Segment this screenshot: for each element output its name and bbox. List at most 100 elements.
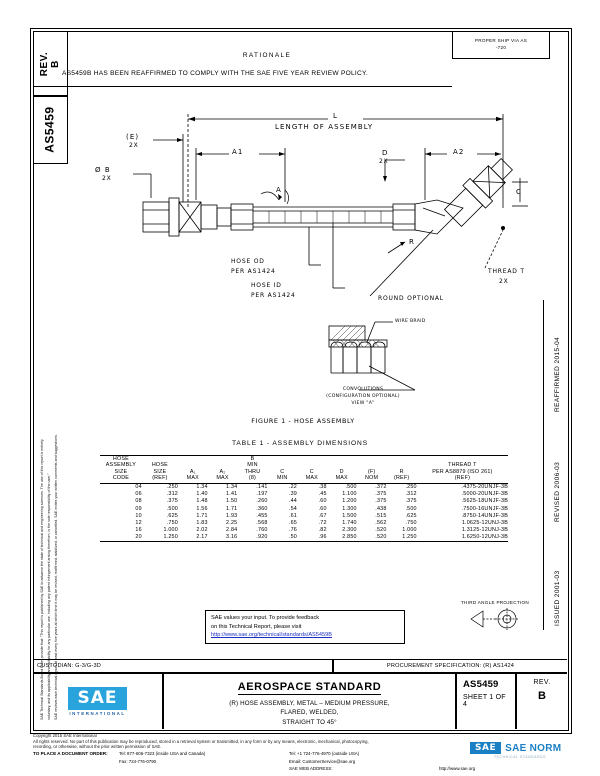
ship-stamp-text: PROPER SHIP VIA AS-720 xyxy=(474,38,528,50)
revision-value: B xyxy=(538,690,546,702)
order-label: TO PLACE A DOCUMENT ORDER: xyxy=(33,751,108,757)
rationale-divider xyxy=(33,86,452,87)
sae-logo-mark: SAE xyxy=(68,686,127,710)
table-cell: 1.34 xyxy=(196,484,208,491)
table-cell: .60 xyxy=(318,505,327,512)
watermark: SAE SAE NORM TECHNICAL STANDARDS xyxy=(470,742,561,759)
table-cell: .520 xyxy=(375,527,387,534)
table-cell: .375 xyxy=(375,498,387,505)
web-label: SAE WEB ADDRESS: xyxy=(289,766,333,772)
dim-label-A2: A2 xyxy=(453,148,465,156)
dim-label-L: L xyxy=(333,112,338,120)
watermark-mark: SAE xyxy=(470,742,502,754)
table-cell: .260 xyxy=(256,498,268,505)
table-cell: 2.84 xyxy=(226,527,238,534)
table-cell: .4375-20UNJF-3B xyxy=(461,484,508,491)
table-cell: .562 xyxy=(375,520,387,527)
dim-label-B-2x: 2X xyxy=(102,175,112,182)
table-cell: 1.000 xyxy=(402,527,417,534)
rights-line-2: recording, or otherwise, without the pri… xyxy=(33,744,162,750)
assembly-drawing-svg xyxy=(133,114,528,391)
table-cell: .7500-16UNJF-3B xyxy=(461,505,508,512)
table-cell: 2.17 xyxy=(177,533,208,542)
th-c-min: C MIN xyxy=(267,455,297,484)
table-cell: .568 xyxy=(256,520,268,527)
table-cell: .250 xyxy=(166,484,178,491)
dim-label-D: D xyxy=(382,149,389,157)
dim-label-R: R xyxy=(409,238,415,246)
dim-label-C: C xyxy=(516,188,522,196)
table-cell: .500 xyxy=(166,505,178,512)
note-thread-t-2x: 2X xyxy=(499,278,509,285)
table-cell: .750 xyxy=(405,520,417,527)
table-cell: .50 xyxy=(267,533,297,542)
rationale-body: AS5459B HAS BEEN REAFFIRMED TO COMPLY WI… xyxy=(62,70,368,77)
revision-revised: REVISED 2006-03 xyxy=(554,461,561,522)
note-hose-id: HOSE ID xyxy=(251,282,282,289)
th-hose-size: HOSE SIZE (REF) xyxy=(141,455,178,484)
feedback-url-link[interactable]: http://www.sae.org/technical/standards/A… xyxy=(211,632,332,639)
table-cell: .500 xyxy=(405,505,417,512)
sae-logo-subtitle: INTERNATIONAL xyxy=(69,711,126,717)
document-number: AS5459 xyxy=(463,679,499,690)
table-cell: 2.300 xyxy=(342,527,357,534)
table-cell: 3.16 xyxy=(207,533,238,542)
table-cell: 1.93 xyxy=(226,512,238,519)
fax-number: Fax: 724-776-0790 xyxy=(119,758,157,764)
table-cell: 10 xyxy=(135,512,142,519)
dim-label-D-2x: 2X xyxy=(379,158,389,165)
table-cell: .5625-18UNJF-3B xyxy=(461,498,508,505)
table-cell: 1.48 xyxy=(196,498,208,505)
table-cell: 1.250 xyxy=(386,533,417,542)
table-cell: .360 xyxy=(256,505,268,512)
note-thread-t: THREAD T xyxy=(488,268,525,275)
sae-logo-block: SAE INTERNATIONAL xyxy=(33,673,163,729)
table-cell: .39 xyxy=(288,491,297,498)
procurement-text: PROCUREMENT SPECIFICATION: (R) AS1424 xyxy=(386,663,515,670)
table-cell: 2.25 xyxy=(226,520,238,527)
table-cell: .22 xyxy=(288,484,297,491)
table-cell: 1.500 xyxy=(342,512,357,519)
table-cell: 04 xyxy=(135,484,142,491)
table-cell: .760 xyxy=(256,527,268,534)
standard-type: AEROSPACE STANDARD xyxy=(237,681,382,695)
table-cell: 1.3125-12UNJ-3B xyxy=(461,527,508,534)
table-cell: 1.83 xyxy=(196,520,208,527)
projection-label: THIRD ANGLE PROJECTION xyxy=(460,600,530,605)
tel-usa: Tel: 877-606-7323 (inside USA and Canada… xyxy=(119,751,206,757)
table-cell: .372 xyxy=(375,484,387,491)
dim-label-diameter-B: Ø B xyxy=(95,166,111,174)
table-cell: .438 xyxy=(375,505,387,512)
table-cell: .312 xyxy=(405,491,417,498)
table-cell: 1.71 xyxy=(226,505,238,512)
table-cell: 09 xyxy=(135,505,142,512)
custodian-block: CUSTODIAN: G-3/G-3D xyxy=(33,659,333,673)
note-convolutions: CONVOLUTIONS xyxy=(342,387,384,392)
document-title: (R) HOSE ASSEMBLY, METAL – MEDIUM PRESSU… xyxy=(229,699,390,727)
th-d-max: D MAX xyxy=(326,455,357,484)
note-wire-braid: WIRE BRAID xyxy=(395,319,426,324)
table-cell: .455 xyxy=(256,512,268,519)
table-cell: .750 xyxy=(166,520,178,527)
note-hose-od-spec: PER AS1424 xyxy=(231,268,276,275)
table-cell: 1.100 xyxy=(342,491,357,498)
table-cell: 1.71 xyxy=(196,512,208,519)
th-b-min-thru: B MIN THRU (8) xyxy=(237,455,268,484)
figure-caption: FIGURE 1 - HOSE ASSEMBLY xyxy=(251,417,355,425)
table-cell: 20 xyxy=(100,533,142,542)
revision-issued: ISSUED 2001-03 xyxy=(554,570,561,626)
web-address: http://www.sae.org xyxy=(439,766,476,772)
table-cell: 1.200 xyxy=(342,498,357,505)
table-cell: 12 xyxy=(135,520,142,527)
table-title: TABLE 1 - ASSEMBLY DIMENSIONS xyxy=(231,440,369,447)
table-cell: 1.50 xyxy=(226,498,238,505)
dim-label-A1: A1 xyxy=(232,148,244,156)
order-row-1: TO PLACE A DOCUMENT ORDER: Tel: 877-606-… xyxy=(33,751,567,758)
table-cell: 1.41 xyxy=(226,491,238,498)
table-cell: 1.300 xyxy=(342,505,357,512)
table-cell: 1.6250-12UNJ-3B xyxy=(416,533,508,542)
